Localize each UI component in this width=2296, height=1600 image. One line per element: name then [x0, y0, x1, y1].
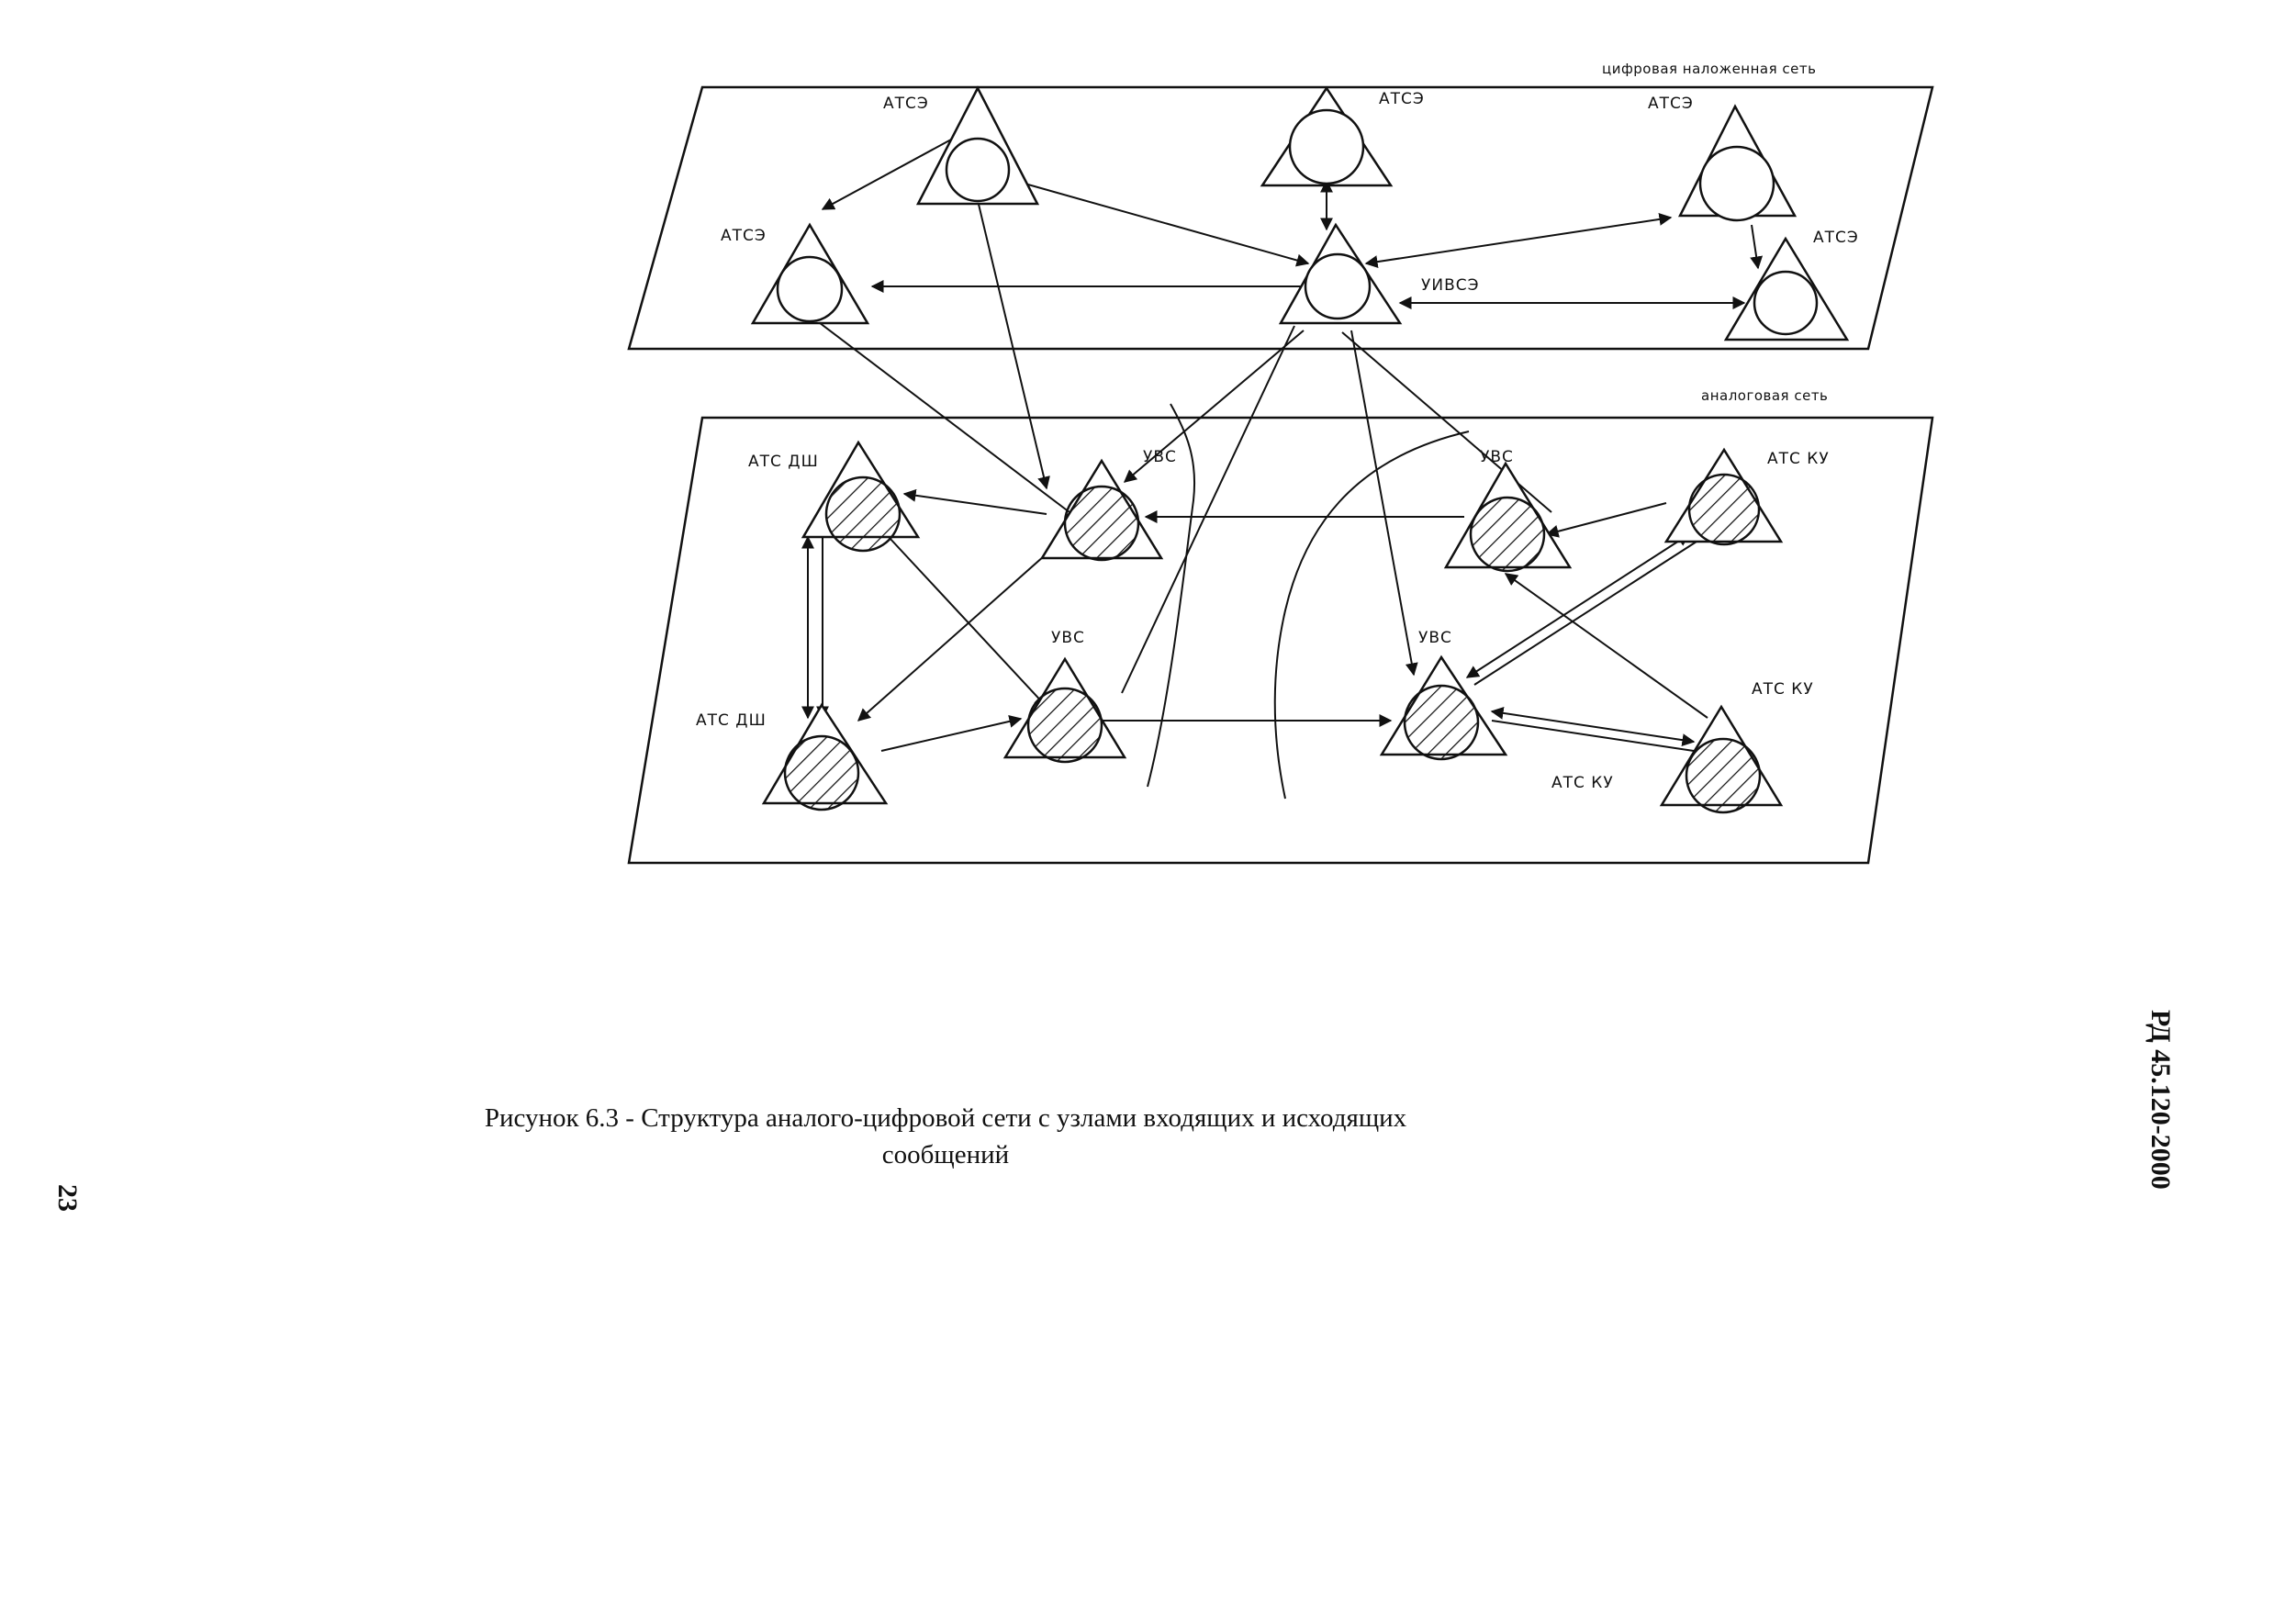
caption-line-1: Рисунок 6.3 - Структура аналого-цифровой… — [484, 1103, 1407, 1133]
node-labels: АТСЭ АТСЭ АТСЭ АТСЭ УИВСЭ АТСЭ АТС ДШ УВ… — [696, 90, 1859, 792]
node-uvs-lower-left — [1002, 656, 1127, 764]
label-ats-ku-top: АТС КУ — [1767, 450, 1830, 468]
label-atse-left: АТСЭ — [721, 227, 767, 245]
label-ats-dsh-bottom: АТС ДШ — [696, 711, 767, 730]
node-uvs-upper-left — [1039, 458, 1164, 562]
caption-line-2: сообщений — [881, 1140, 1010, 1169]
label-atse-top-center: АТСЭ — [1379, 90, 1425, 108]
document-code: РД 45.120-2000 — [2145, 1010, 2176, 1190]
label-uvs-lower-right: УВС — [1418, 629, 1452, 647]
label-uvs-upper-right: УВС — [1480, 448, 1514, 466]
digital-plane — [627, 85, 1934, 351]
node-uvs-lower-right — [1379, 655, 1508, 761]
figure-caption: Рисунок 6.3 - Структура аналого-цифровой… — [441, 1100, 1450, 1173]
node-ats-ku-bottom — [1659, 704, 1784, 814]
node-atse-right — [1723, 236, 1850, 341]
digital-links — [821, 139, 1764, 309]
analog-plane — [627, 416, 1934, 865]
label-atse-top-left: АТСЭ — [883, 95, 929, 113]
label-ats-ku-mid: АТС КУ — [1752, 680, 1814, 699]
node-atse-top-right — [1677, 104, 1798, 222]
node-ats-dsh-top — [801, 440, 921, 553]
boundary-curves — [1147, 403, 1470, 800]
analog-nodes — [761, 440, 1784, 814]
page-number: 23 — [52, 1184, 83, 1212]
network-diagram: цифровая наложенная сеть аналоговая сеть — [627, 61, 1934, 865]
node-uvs-upper-right — [1443, 461, 1573, 573]
digital-nodes — [750, 85, 1850, 341]
label-atse-right: АТСЭ — [1813, 229, 1859, 247]
label-ats-dsh-top: АТС ДШ — [748, 453, 819, 471]
node-atse-top-center — [1260, 85, 1394, 187]
label-uivse: УИВСЭ — [1421, 276, 1479, 295]
node-ats-ku-top — [1663, 447, 1784, 546]
node-atse-top-left — [915, 85, 1040, 206]
digital-plane-label: цифровая наложенная сеть — [1602, 61, 1816, 77]
label-uvs-upper-left: УВС — [1143, 448, 1177, 466]
label-ats-ku-bottom: АТС КУ — [1551, 774, 1614, 792]
analog-plane-label: аналоговая сеть — [1701, 387, 1828, 404]
node-uivse — [1278, 222, 1403, 325]
node-ats-dsh-bottom — [761, 702, 889, 811]
inter-plane-links — [807, 192, 1552, 694]
analog-links — [801, 488, 1708, 752]
label-atse-top-right: АТСЭ — [1648, 95, 1694, 113]
node-atse-left — [750, 222, 870, 325]
label-uvs-lower-left: УВС — [1051, 629, 1085, 647]
